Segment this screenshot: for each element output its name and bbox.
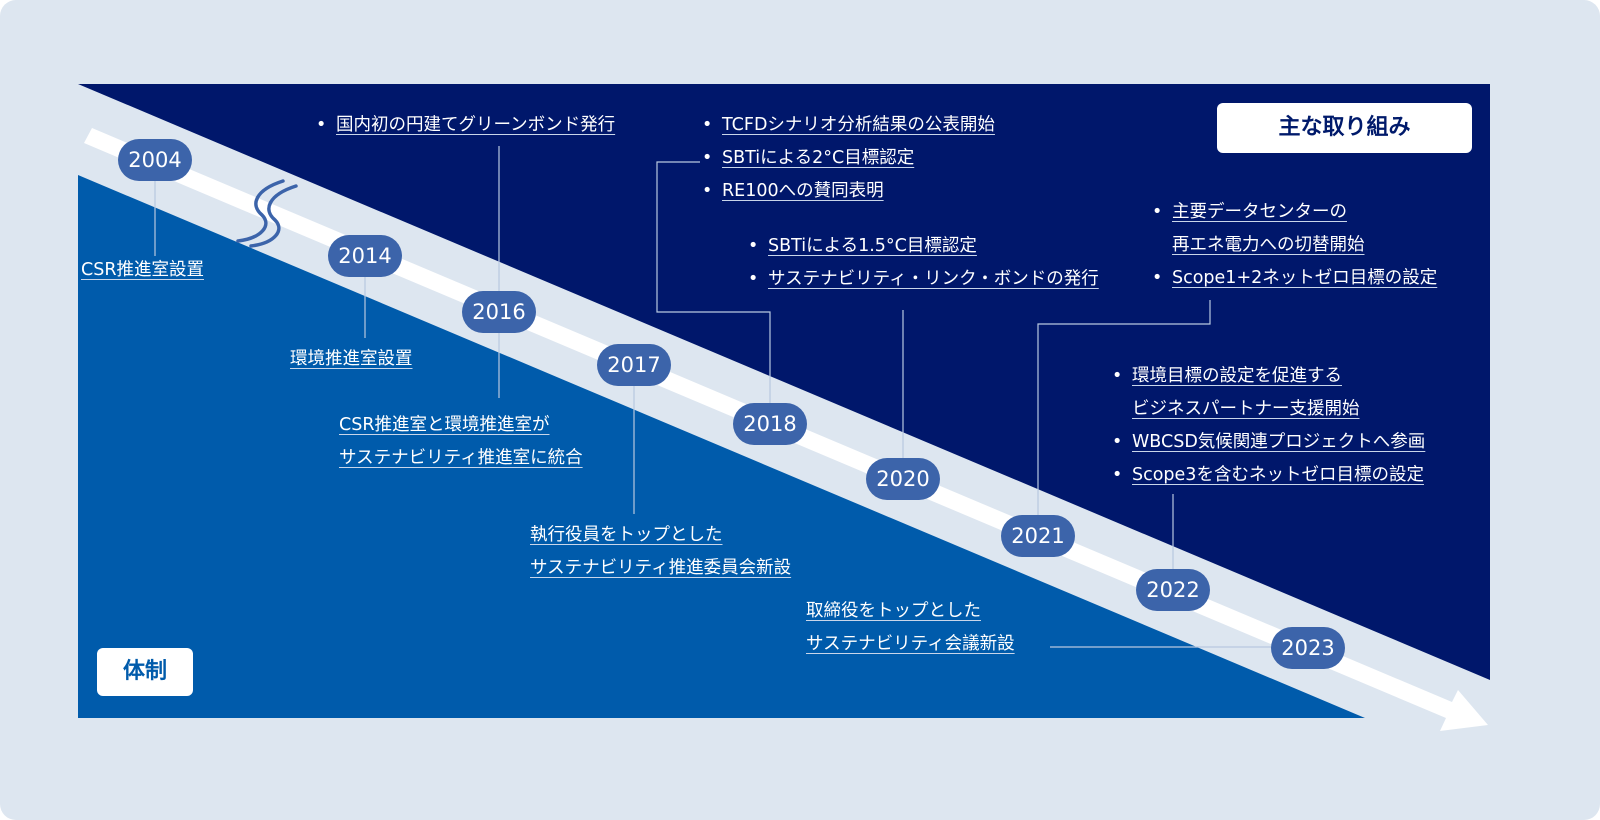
initiatives-2016: • 国内初の円建てグリーンボンド発行 [316, 109, 615, 142]
initiative-item[interactable]: 主要データセンターの [1172, 202, 1347, 222]
structure-2016-line1[interactable]: CSR推進室と環境推進室が [339, 415, 550, 435]
bullet: • [702, 148, 713, 168]
initiative-item[interactable]: RE100への賛同表明 [722, 181, 884, 201]
structure-2023: 取締役をトップとしたサステナビリティ会議新設 [806, 595, 1015, 661]
initiative-item[interactable]: Scope1+2ネットゼロ目標の設定 [1172, 268, 1438, 288]
structure-2016: CSR推進室と環境推進室がサステナビリティ推進室に統合 [339, 409, 583, 475]
initiative-item[interactable]: WBCSD気候関連プロジェクトへ参画 [1132, 432, 1426, 452]
bullet: • [748, 269, 759, 289]
year-pill-2022: 2022 [1136, 569, 1210, 611]
bullet: • [1112, 432, 1123, 452]
structure-2004-link[interactable]: CSR推進室設置 [81, 260, 204, 280]
structure-2004: CSR推進室設置 [81, 254, 204, 287]
initiative-item[interactable]: 国内初の円建てグリーンボンド発行 [336, 115, 616, 135]
structure-2017: 執行役員をトップとしたサステナビリティ推進委員会新設 [530, 519, 791, 585]
bullet: • [1112, 465, 1123, 485]
structure-2014-link[interactable]: 環境推進室設置 [290, 349, 413, 369]
year-pill-2004: 2004 [118, 139, 192, 181]
bullet: • [1152, 268, 1163, 288]
initiative-item[interactable]: ビジネスパートナー支援開始 [1132, 399, 1360, 419]
year-pill-2018: 2018 [733, 403, 807, 445]
break-squiggle-icon [236, 179, 298, 248]
bullet: • [1112, 366, 1123, 386]
year-pill-2020: 2020 [866, 458, 940, 500]
structure-region [78, 175, 1365, 718]
structure-2016-line2[interactable]: サステナビリティ推進室に統合 [339, 448, 583, 468]
structure-2014: 環境推進室設置 [290, 343, 413, 376]
initiative-item[interactable]: SBTiによる2°C目標認定 [722, 148, 915, 168]
year-pill-2017: 2017 [597, 344, 671, 386]
initiative-item[interactable]: 環境目標の設定を促進する [1132, 366, 1342, 386]
year-pill-2014: 2014 [328, 235, 402, 277]
initiatives-2022: • 環境目標の設定を促進する ビジネスパートナー支援開始 • WBCSD気候関連プロ… [1112, 360, 1425, 492]
initiatives-2020: • SBTiによる1.5°C目標認定 • サステナビリティ・リンク・ボンドの発行 [748, 230, 1099, 296]
initiative-item[interactable]: Scope3を含むネットゼロ目標の設定 [1132, 465, 1424, 485]
year-pill-2023: 2023 [1271, 627, 1345, 669]
initiative-item[interactable]: 再エネ電力への切替開始 [1172, 235, 1365, 255]
bullet: • [1152, 202, 1163, 222]
bullet: • [748, 236, 759, 256]
bullet: • [702, 181, 713, 201]
initiatives-2018: • TCFDシナリオ分析結果の公表開始 • SBTiによる2°C目標認定 • RE10… [702, 109, 995, 208]
initiatives-label: 主な取り組み [1217, 103, 1472, 153]
initiative-item[interactable]: TCFDシナリオ分析結果の公表開始 [722, 115, 995, 135]
year-pill-2021: 2021 [1001, 515, 1075, 557]
bullet: • [316, 115, 327, 135]
structure-2023-line1[interactable]: 取締役をトップとした [806, 601, 981, 621]
initiatives-region [78, 84, 1490, 680]
initiative-item[interactable]: サステナビリティ・リンク・ボンドの発行 [768, 269, 1099, 289]
structure-2017-line2[interactable]: サステナビリティ推進委員会新設 [530, 558, 792, 578]
bullet: • [702, 115, 713, 135]
structure-label: 体制 [97, 648, 193, 696]
structure-2023-line2[interactable]: サステナビリティ会議新設 [806, 634, 1015, 654]
connector-lines [154, 146, 1272, 648]
initiative-item[interactable]: SBTiによる1.5°C目標認定 [768, 236, 977, 256]
year-pill-2016: 2016 [462, 291, 536, 333]
initiatives-2021: • 主要データセンターの 再エネ電力への切替開始 • Scope1+2ネットゼロ目標… [1152, 196, 1437, 295]
structure-2017-line1[interactable]: 執行役員をトップとした [530, 525, 723, 545]
